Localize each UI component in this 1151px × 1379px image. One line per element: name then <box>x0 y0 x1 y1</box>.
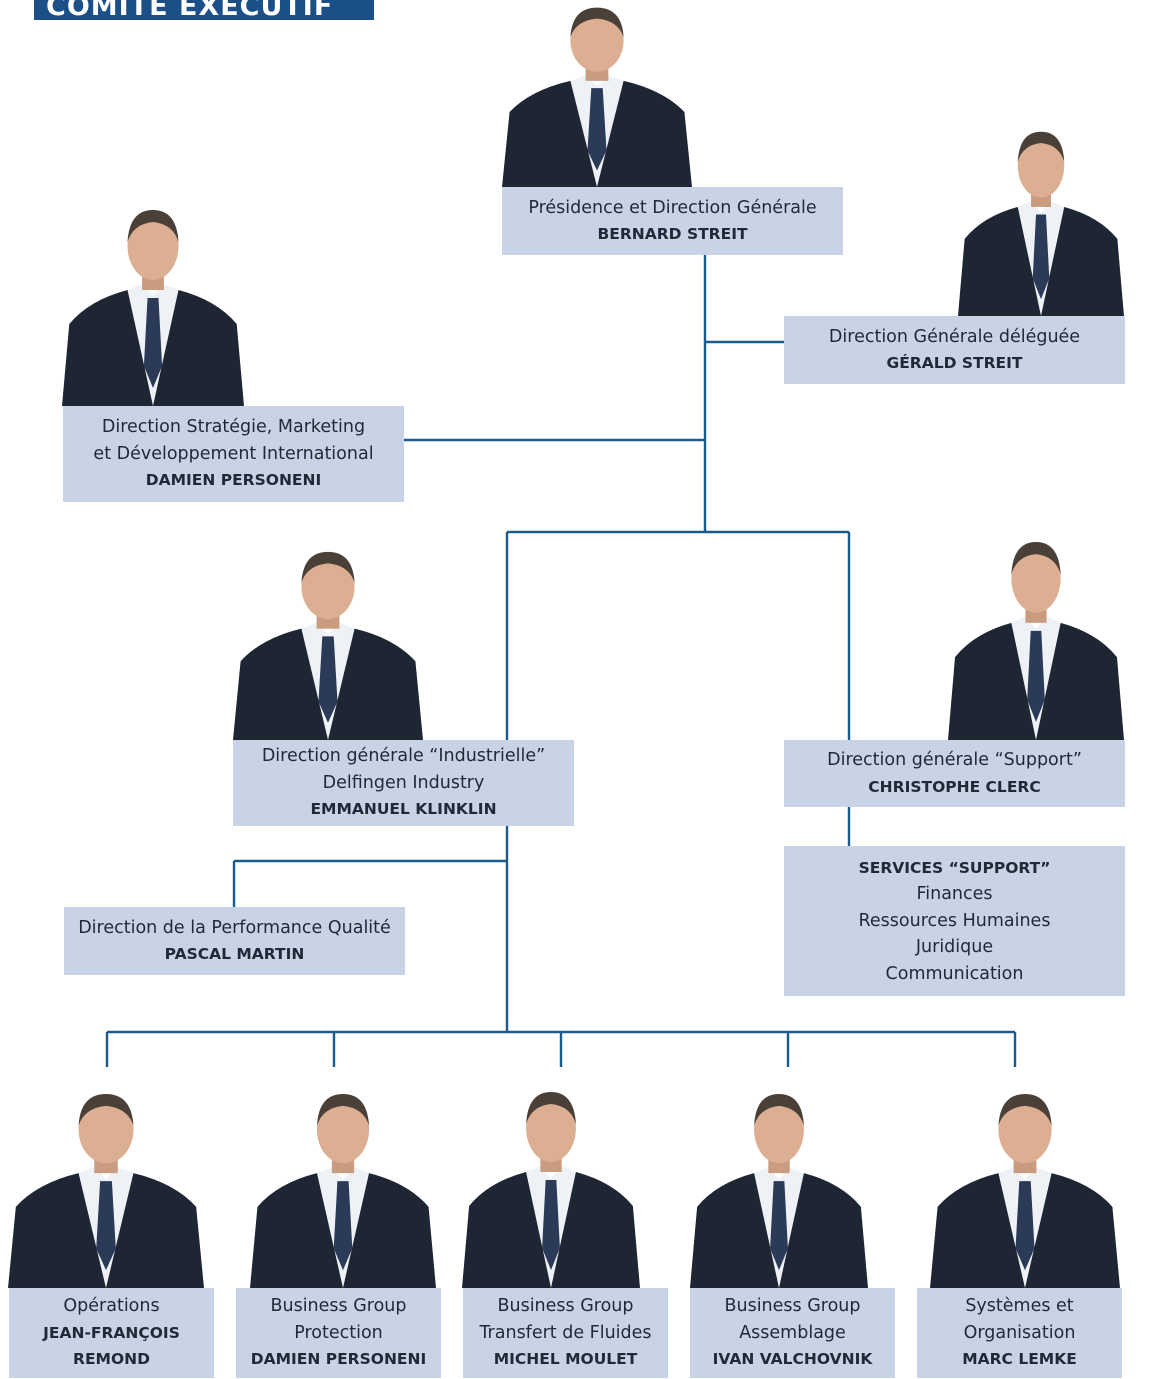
node-bg-assembly: Business Group Assemblage IVAN VALCHOVNI… <box>690 1288 895 1378</box>
portrait-christophe-clerc-image <box>948 538 1124 740</box>
node-quality-role: Direction de la Performance Qualité <box>78 917 391 938</box>
node-bg-protection: Business Group Protection DAMIEN PERSONE… <box>236 1288 441 1378</box>
support-service-item: Finances <box>916 884 993 905</box>
portrait-gerald-streit-image <box>958 128 1124 316</box>
node-systems: Systèmes et Organisation MARC LEMKE <box>917 1288 1122 1378</box>
node-support-name: CHRISTOPHE CLERC <box>868 777 1041 796</box>
node-operations: Opérations JEAN-FRANÇOIS REMOND <box>9 1288 214 1378</box>
node-bg-fluids-role-line1: Business Group <box>497 1296 634 1317</box>
node-bg-assembly-role-line2: Assemblage <box>739 1322 846 1343</box>
node-quality-name: PASCAL MARTIN <box>164 945 305 963</box>
node-ceo: Présidence et Direction Générale BERNARD… <box>502 187 843 255</box>
portrait-ivan-valchovnik-image <box>690 1090 868 1288</box>
node-support-role: Direction générale “Support” <box>827 750 1082 770</box>
node-strategy: Direction Stratégie, Marketing et Dévelo… <box>63 406 404 502</box>
portrait-damien-personeni-bg-image <box>250 1090 436 1288</box>
node-deputy-role: Direction Générale déléguée <box>828 326 1081 347</box>
node-systems-role-line1: Systèmes et <box>965 1296 1074 1317</box>
node-ceo-role: Présidence et Direction Générale <box>528 197 817 218</box>
node-ceo-name: BERNARD STREIT <box>597 225 748 243</box>
node-deputy: Direction Générale déléguée GÉRALD STREI… <box>784 316 1125 384</box>
node-systems-name: MARC LEMKE <box>962 1350 1077 1369</box>
node-bg-protection-name: DAMIEN PERSONENI <box>250 1350 427 1369</box>
portrait-bernard-streit-image <box>502 4 692 187</box>
node-bg-protection-role-line2: Protection <box>294 1322 383 1343</box>
node-operations-name-line2: REMOND <box>73 1350 150 1369</box>
portrait-jean-francois-remond-image <box>8 1090 204 1288</box>
node-bg-assembly-role-line1: Business Group <box>724 1296 861 1317</box>
portrait-marc-lemke-image <box>930 1090 1120 1288</box>
node-strategy-role-line2: et Développement International <box>93 443 374 464</box>
support-service-item: Juridique <box>915 937 994 958</box>
node-strategy-name: DAMIEN PERSONENI <box>145 471 322 490</box>
portrait-michel-moulet-image <box>462 1088 640 1288</box>
support-service-item: Ressources Humaines <box>858 910 1051 931</box>
node-industrial-role-line1: Direction générale “Industrielle” <box>261 746 546 767</box>
node-bg-fluids: Business Group Transfert de Fluides MICH… <box>463 1288 668 1378</box>
node-support-services: SERVICES “SUPPORT” Finances Ressources H… <box>784 846 1125 996</box>
node-industrial-name: EMMANUEL KLINKLIN <box>310 800 497 819</box>
node-industrial: Direction générale “Industrielle” Delfin… <box>233 740 574 826</box>
node-bg-fluids-name: MICHEL MOULET <box>493 1350 638 1369</box>
node-bg-fluids-role-line2: Transfert de Fluides <box>479 1322 652 1343</box>
portrait-emmanuel-klinklin-image <box>233 548 423 740</box>
node-strategy-role-line1: Direction Stratégie, Marketing <box>101 417 366 438</box>
node-operations-name-line1: JEAN-FRANÇOIS <box>43 1323 180 1342</box>
node-industrial-role-line2: Delfingen Industry <box>322 772 485 793</box>
page-title: COMITÉ EXÉCUTIF <box>46 0 334 22</box>
node-bg-assembly-name: IVAN VALCHOVNIK <box>712 1350 873 1369</box>
node-support: Direction générale “Support” CHRISTOPHE … <box>784 740 1125 807</box>
node-quality: Direction de la Performance Qualité PASC… <box>64 907 405 975</box>
portrait-damien-personeni-strategy-image <box>62 206 244 406</box>
node-support-services-heading: SERVICES “SUPPORT” <box>858 858 1051 877</box>
support-service-item: Communication <box>885 963 1024 984</box>
node-operations-role: Opérations <box>63 1296 160 1317</box>
header-bar: COMITÉ EXÉCUTIF <box>34 0 374 22</box>
node-bg-protection-role-line1: Business Group <box>270 1296 407 1317</box>
node-deputy-name: GÉRALD STREIT <box>886 354 1023 372</box>
node-systems-role-line2: Organisation <box>963 1322 1076 1343</box>
